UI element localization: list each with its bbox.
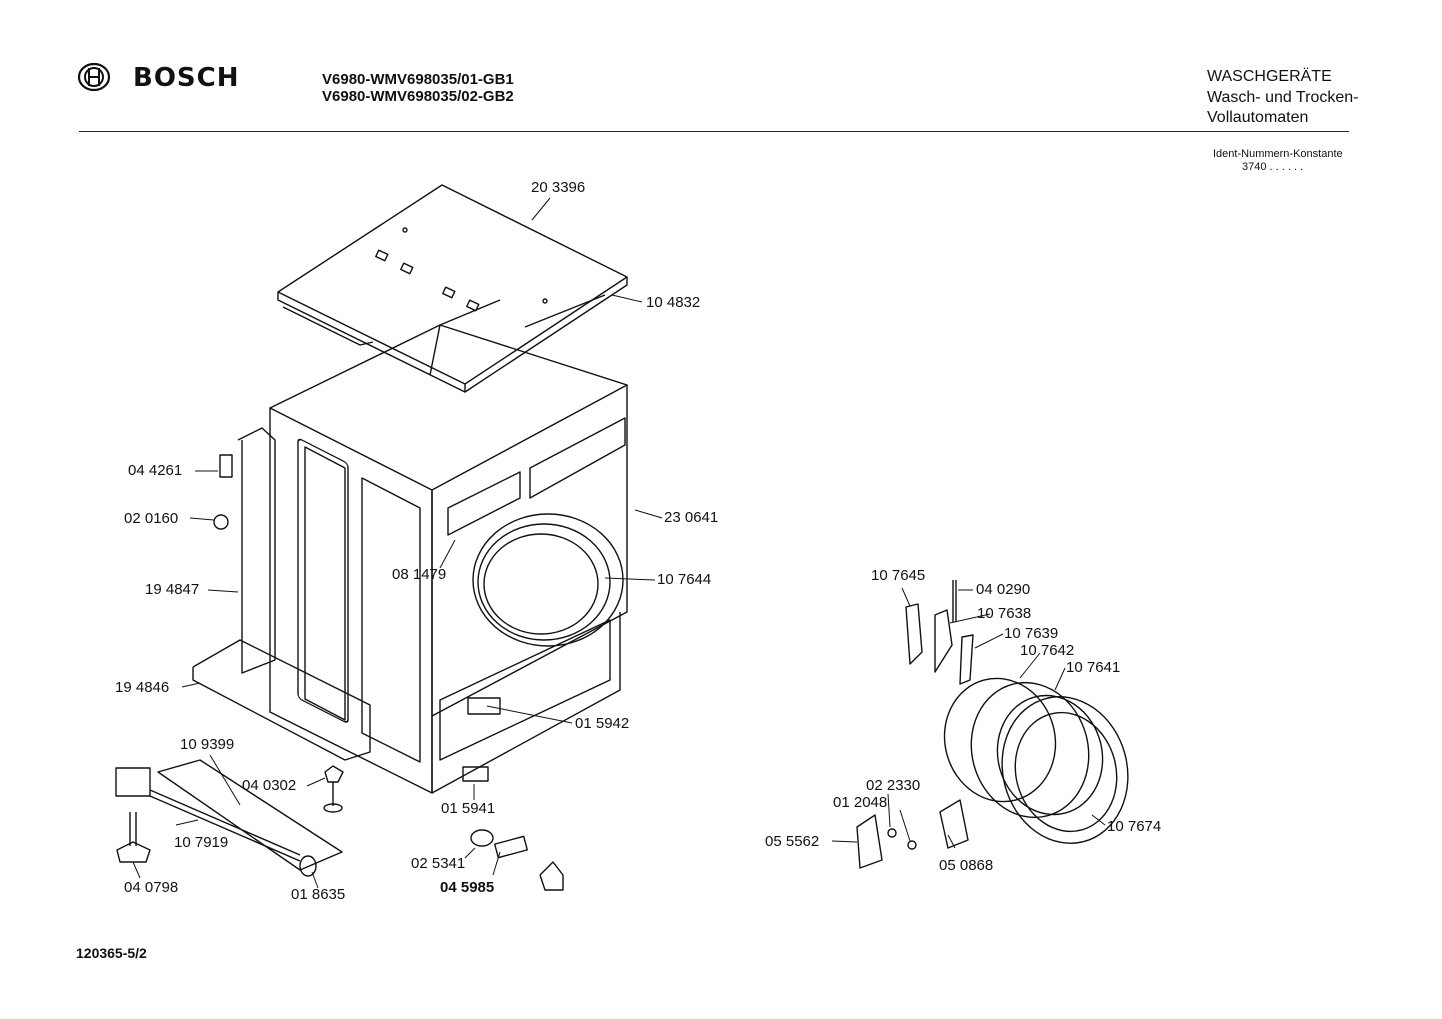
part-label-107644: 10 7644 [657,571,712,588]
side-panel-drawing [192,299,501,761]
part-label-107919: 10 7919 [174,834,229,851]
part-label-104832: 10 4832 [646,294,701,311]
part-label-109399: 10 9399 [180,736,235,753]
top-cover-drawing [277,184,628,393]
category-line-1: WASCHGERÄTE [1207,68,1332,85]
part-label-040290: 04 0290 [976,581,1031,598]
part-label-015942: 01 5942 [575,715,630,732]
part-label-107641: 10 7641 [1066,659,1121,676]
brand-name: BOSCH [133,63,240,93]
document-number: 120365-5/2 [76,945,147,961]
part-label-203396: 20 3396 [531,179,586,196]
model-line-2: V6980-WMV698035/02-GB2 [322,88,514,105]
part-label-018635: 01 8635 [291,886,346,903]
ident-label: Ident-Nummern-Konstante [1213,148,1343,160]
category-line-3: Vollautomaten [1207,109,1309,126]
part-label-194846: 19 4846 [115,679,170,696]
bosch-logo-icon [77,62,111,92]
part-label-040798: 04 0798 [124,879,179,896]
part-label-107674: 10 7674 [1107,818,1162,835]
ident-value: 3740 . . . . . . [1242,161,1304,173]
part-label-107642: 10 7642 [1020,642,1075,659]
part-label-107638: 10 7638 [977,605,1032,622]
model-line-1: V6980-WMV698035/01-GB1 [322,71,514,88]
part-label-025341: 02 5341 [411,855,466,872]
part-label-012048: 01 2048 [833,794,888,811]
part-label-050868: 05 0868 [939,857,994,874]
door-assembly-drawing [856,580,1129,869]
part-label-081479: 08 1479 [392,566,447,583]
part-label-107645: 10 7645 [871,567,926,584]
cabinet-drawing [269,324,628,794]
part-label-040302: 04 0302 [242,777,297,794]
part-label-015941: 01 5941 [441,800,496,817]
part-label-045985: 04 5985 [440,879,495,896]
category-line-2: Wasch- und Trocken- [1207,89,1359,106]
feet-drawing [115,759,564,891]
part-label-044261: 04 4261 [128,462,183,479]
part-label-194847: 19 4847 [145,581,200,598]
part-label-022330: 02 2330 [866,777,921,794]
part-label-230641: 23 0641 [664,509,719,526]
part-label-107639: 10 7639 [1004,625,1059,642]
part-label-055562: 05 5562 [765,833,820,850]
part-label-020160: 02 0160 [124,510,179,527]
header-rule [79,131,1349,132]
